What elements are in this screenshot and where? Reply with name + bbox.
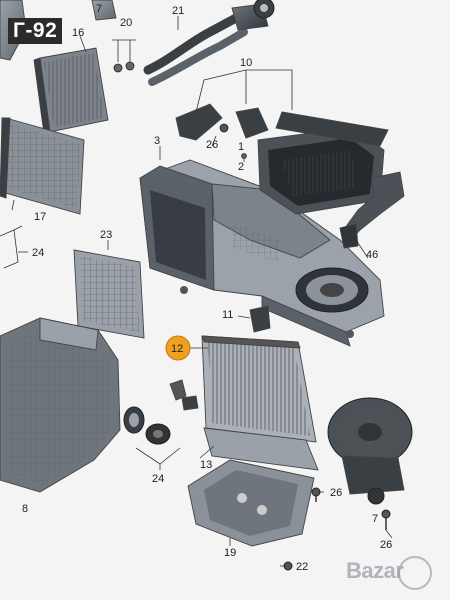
callout-26-right: 26 — [330, 487, 342, 499]
part-3-housing — [139, 159, 385, 347]
blower-motor — [327, 397, 413, 505]
callout-7: 7 — [96, 3, 102, 15]
highlight-badge-12 — [165, 335, 191, 361]
callout-24-bottom: 24 — [152, 473, 164, 485]
part-8-distribution-housing — [0, 317, 121, 493]
callout-8: 8 — [22, 503, 28, 515]
part-11-bracket — [249, 305, 271, 333]
callout-3: 3 — [154, 135, 160, 147]
callout-20: 20 — [120, 17, 132, 29]
part-10-flap-unit — [257, 111, 389, 215]
callout-24-left: 24 — [32, 247, 44, 259]
watermark-icon — [398, 556, 432, 590]
callout-1: 1 — [238, 141, 244, 153]
callout-12: 12 — [171, 343, 183, 355]
watermark: Bazar — [346, 558, 404, 583]
overlay-title: Г-92 — [8, 18, 63, 44]
callout-17: 17 — [34, 211, 46, 223]
part-24-bracket-left — [0, 225, 23, 269]
part-16-heater-core — [33, 47, 109, 135]
part-46-duct — [339, 171, 405, 249]
callout-46: 46 — [366, 249, 378, 261]
callout-23: 23 — [100, 229, 112, 241]
callout-2: 2 — [238, 161, 244, 173]
screws — [283, 487, 391, 571]
callout-11: 11 — [222, 309, 233, 321]
callout-7-bottom: 7 — [372, 513, 378, 525]
part-7 — [91, 0, 117, 21]
callout-13: 13 — [200, 459, 212, 471]
part-19-cover-plate — [187, 459, 315, 547]
part-13-cover-strip — [203, 427, 319, 471]
part-24-small-parts — [123, 379, 199, 470]
callout-10: 10 — [240, 57, 252, 69]
actuator-parts — [175, 103, 269, 159]
part-21-hoses — [143, 0, 275, 86]
part-23-filter — [73, 249, 145, 339]
callout-26-top: 26 — [206, 139, 218, 151]
part-17-evaporator — [0, 117, 85, 215]
callout-21: 21 — [172, 5, 184, 17]
callout-22: 22 — [296, 561, 308, 573]
part-12-cabin-filter — [201, 335, 317, 443]
callout-16: 16 — [72, 27, 84, 39]
part-20-fittings — [112, 39, 136, 73]
callout-26-bottom: 26 — [380, 539, 392, 551]
callout-19: 19 — [224, 547, 236, 559]
